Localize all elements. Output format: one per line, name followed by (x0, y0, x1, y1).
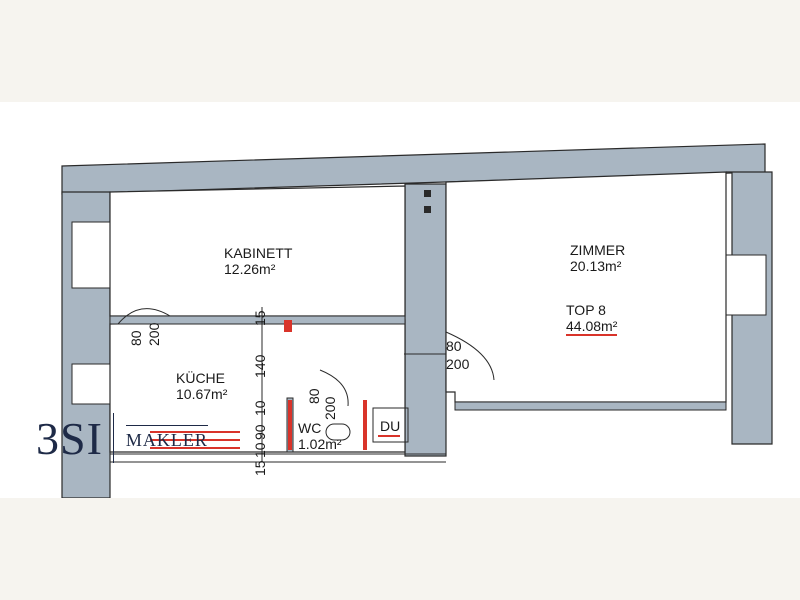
dim-wc-door-width: 80 (306, 388, 322, 404)
room-name: DU (380, 418, 401, 434)
wall-zimmer-bottom (454, 401, 727, 411)
dim-15: 15 (252, 310, 268, 326)
dim-15b: 15 (252, 460, 268, 476)
dim-140: 140 (252, 354, 268, 378)
wall-kabinett-bottom (109, 315, 406, 325)
room-name: ZIMMER (570, 242, 626, 258)
shaft-marker (424, 190, 431, 197)
logo-divider (112, 413, 114, 463)
dim-wc-door-height: 200 (322, 396, 338, 420)
logo-subtitle: MAKLER (125, 425, 208, 451)
dim-kabinett-door-height: 200 (146, 322, 162, 346)
logo-mark: 3SI (36, 412, 103, 464)
toilet (325, 423, 351, 441)
floor-plan-drawing (61, 143, 773, 498)
room-name: WC (298, 420, 322, 436)
room-area: 10.67m² (176, 386, 228, 402)
floor-plan: KABINETT 12.26m² ZIMMER 20.13m² TOP 8 44… (0, 102, 800, 498)
door-swing-kabinett (117, 308, 171, 325)
dim-zimmer-door-width: 80 (446, 338, 462, 354)
dim-kabinett-door-width: 80 (128, 330, 144, 346)
dim-zimmer-door-height: 200 (446, 356, 470, 372)
unit-name: TOP 8 (566, 302, 606, 318)
door-swing-zimmer (445, 331, 495, 381)
chimney (284, 320, 292, 332)
shaft-marker-2 (424, 206, 431, 213)
dim-90: 90 (252, 424, 268, 440)
window-left-low (71, 363, 111, 405)
dim-10: 10 (252, 400, 268, 416)
dim-10b: 10 (252, 442, 268, 458)
room-label-wc: WC 1.02m² (298, 420, 342, 452)
room-label-kueche: KÜCHE 10.67m² (176, 370, 227, 402)
room-label-top: TOP 8 44.08m² (566, 302, 618, 336)
room-name: KABINETT (224, 245, 293, 261)
bottom-rail (110, 453, 446, 463)
brand-logo: 3SI MAKLER (36, 408, 208, 468)
room-zimmer (445, 171, 727, 403)
room-area: 12.26m² (224, 261, 276, 277)
room-area: 20.13m² (570, 258, 622, 274)
door-swing-wc (319, 369, 349, 407)
window-left (71, 221, 111, 289)
window-right (725, 254, 767, 316)
du-frame (372, 407, 409, 443)
unit-area: 44.08m² (566, 318, 618, 336)
room-label-du: DU (380, 418, 400, 434)
room-name: KÜCHE (176, 370, 226, 386)
room-label-zimmer: ZIMMER 20.13m² (570, 242, 625, 274)
room-label-kabinett: KABINETT 12.26m² (224, 245, 292, 277)
wall-mid (404, 183, 447, 457)
room-area: 1.02m² (298, 436, 342, 452)
red-mark-kueche (150, 431, 240, 449)
